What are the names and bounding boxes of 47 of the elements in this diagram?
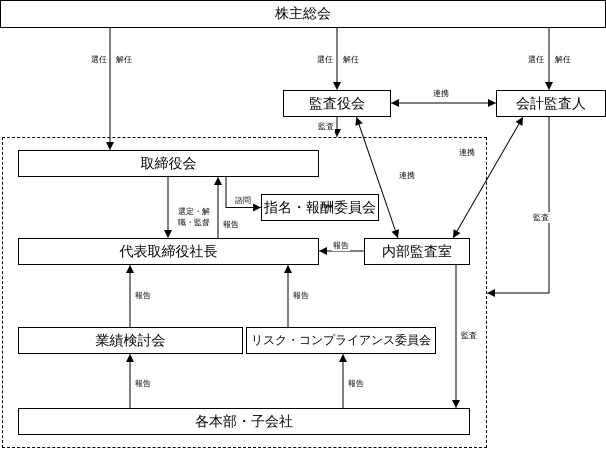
arrow bbox=[214, 176, 222, 238]
organization-box: 業績検討会 bbox=[18, 327, 243, 354]
organization-box: 株主総会 bbox=[0, 0, 606, 28]
organization-box: 各本部・子会社 bbox=[18, 408, 470, 435]
edge-label: 報告 bbox=[134, 290, 152, 301]
arrow bbox=[333, 28, 341, 90]
edge-label: 監査 bbox=[317, 121, 335, 132]
edge-label: 選任 bbox=[316, 54, 334, 65]
arrow bbox=[452, 116, 524, 238]
edge-label: 報告 bbox=[332, 240, 350, 251]
edge-label: 報告 bbox=[347, 378, 365, 389]
edge-label: 報告 bbox=[222, 219, 240, 230]
edge-label: 選任 bbox=[90, 54, 108, 65]
arrow bbox=[333, 116, 341, 138]
edge-label: 報告 bbox=[292, 290, 310, 301]
edge-label: 選任 bbox=[527, 54, 545, 65]
arrow bbox=[318, 247, 364, 255]
organization-box: 内部監査室 bbox=[364, 238, 470, 265]
edge-label: 諮問 bbox=[234, 195, 252, 206]
organization-box: 取締役会 bbox=[18, 150, 319, 177]
arrow bbox=[226, 176, 262, 212]
dashed-boundary bbox=[2, 137, 487, 448]
label-text: 解任 bbox=[115, 54, 133, 65]
arrow bbox=[126, 354, 134, 408]
edge-label: 連携 bbox=[458, 147, 476, 158]
arrow bbox=[452, 264, 460, 408]
edge-label: 監査 bbox=[460, 330, 478, 341]
arrow bbox=[126, 264, 134, 328]
arrow bbox=[106, 28, 114, 150]
label-text: 解任 bbox=[342, 54, 360, 65]
arrow bbox=[486, 116, 550, 297]
arrow bbox=[355, 116, 400, 238]
label-text: 解任 bbox=[554, 54, 572, 65]
edge-label: 連携 bbox=[398, 170, 416, 181]
edge-label: 報告 bbox=[134, 378, 152, 389]
arrow bbox=[545, 28, 553, 90]
edge-label: 監査 bbox=[532, 212, 550, 223]
arrow bbox=[390, 99, 496, 107]
organization-box: 監査役会 bbox=[283, 90, 391, 117]
arrow bbox=[284, 264, 292, 328]
arrow bbox=[164, 176, 172, 238]
edge-label: 連携 bbox=[432, 88, 450, 99]
organization-box: 代表取締役社長 bbox=[18, 238, 319, 265]
arrow bbox=[339, 354, 347, 408]
organization-box: 指名・報酬委員会 bbox=[261, 194, 379, 221]
organization-box: 会計監査人 bbox=[496, 90, 606, 117]
organization-box: リスク・コンプライアンス委員会 bbox=[246, 327, 436, 354]
